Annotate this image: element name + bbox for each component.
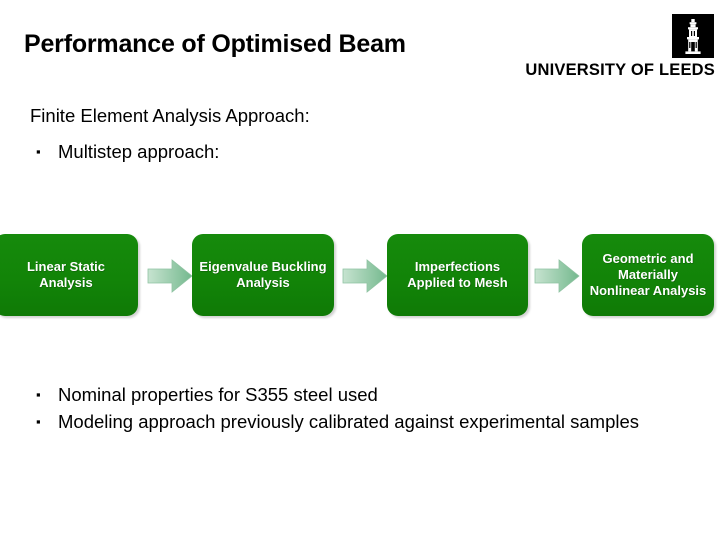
list-item-label: Nominal properties for S355 steel used [58,384,378,405]
bullet-square-icon: ▪ [36,414,41,429]
bullet-list: ▪ Nominal properties for S355 steel used… [36,381,656,435]
flow-step-label: Linear Static Analysis [26,259,106,290]
flow-step-imperfections-applied-to-mesh[interactable]: Imperfections Applied to Mesh [387,234,528,316]
flow-arrow-right-icon [534,259,580,293]
page-title: Performance of Optimised Beam [24,30,406,58]
flow-arrow-right-icon [147,259,193,293]
flow-step-geometric-and-materially-nonlinear-analysis[interactable]: Geometric and Materially Nonlinear Analy… [582,234,714,316]
lead-in-text: Finite Element Analysis Approach: [30,105,310,126]
list-item: ▪ Modeling approach previously calibrate… [36,408,656,435]
flow-step-linear-static-analysis[interactable]: Linear Static Analysis [0,234,138,316]
flow-step-label: Geometric and Materially Nonlinear Analy… [589,251,707,298]
leeds-wordmark: UNIVERSITY OF LEEDS [525,61,715,79]
flow-step-label: Imperfections Applied to Mesh [407,259,508,290]
process-flow-diagram: Linear Static Analysis Eigenvalue Buckli… [0,234,720,318]
bullet-square-icon: ▪ [36,387,41,402]
flow-step-eigenvalue-buckling-analysis[interactable]: Eigenvalue Buckling Analysis [192,234,334,316]
university-of-leeds-logo: UNIVERSITY OF LEEDS [519,14,715,79]
flow-step-label: Eigenvalue Buckling Analysis [199,259,327,290]
slide-header: Performance of Optimised Beam [0,0,720,88]
list-item-label: Multistep approach: [58,141,220,162]
leeds-tower-icon [672,14,714,58]
list-item: ▪ Multistep approach: [36,138,456,165]
bullet-square-icon: ▪ [36,144,41,159]
list-item-label: Modeling approach previously calibrated … [58,411,640,432]
flow-arrow-right-icon [342,259,388,293]
list-item: ▪ Nominal properties for S355 steel used [36,381,656,408]
